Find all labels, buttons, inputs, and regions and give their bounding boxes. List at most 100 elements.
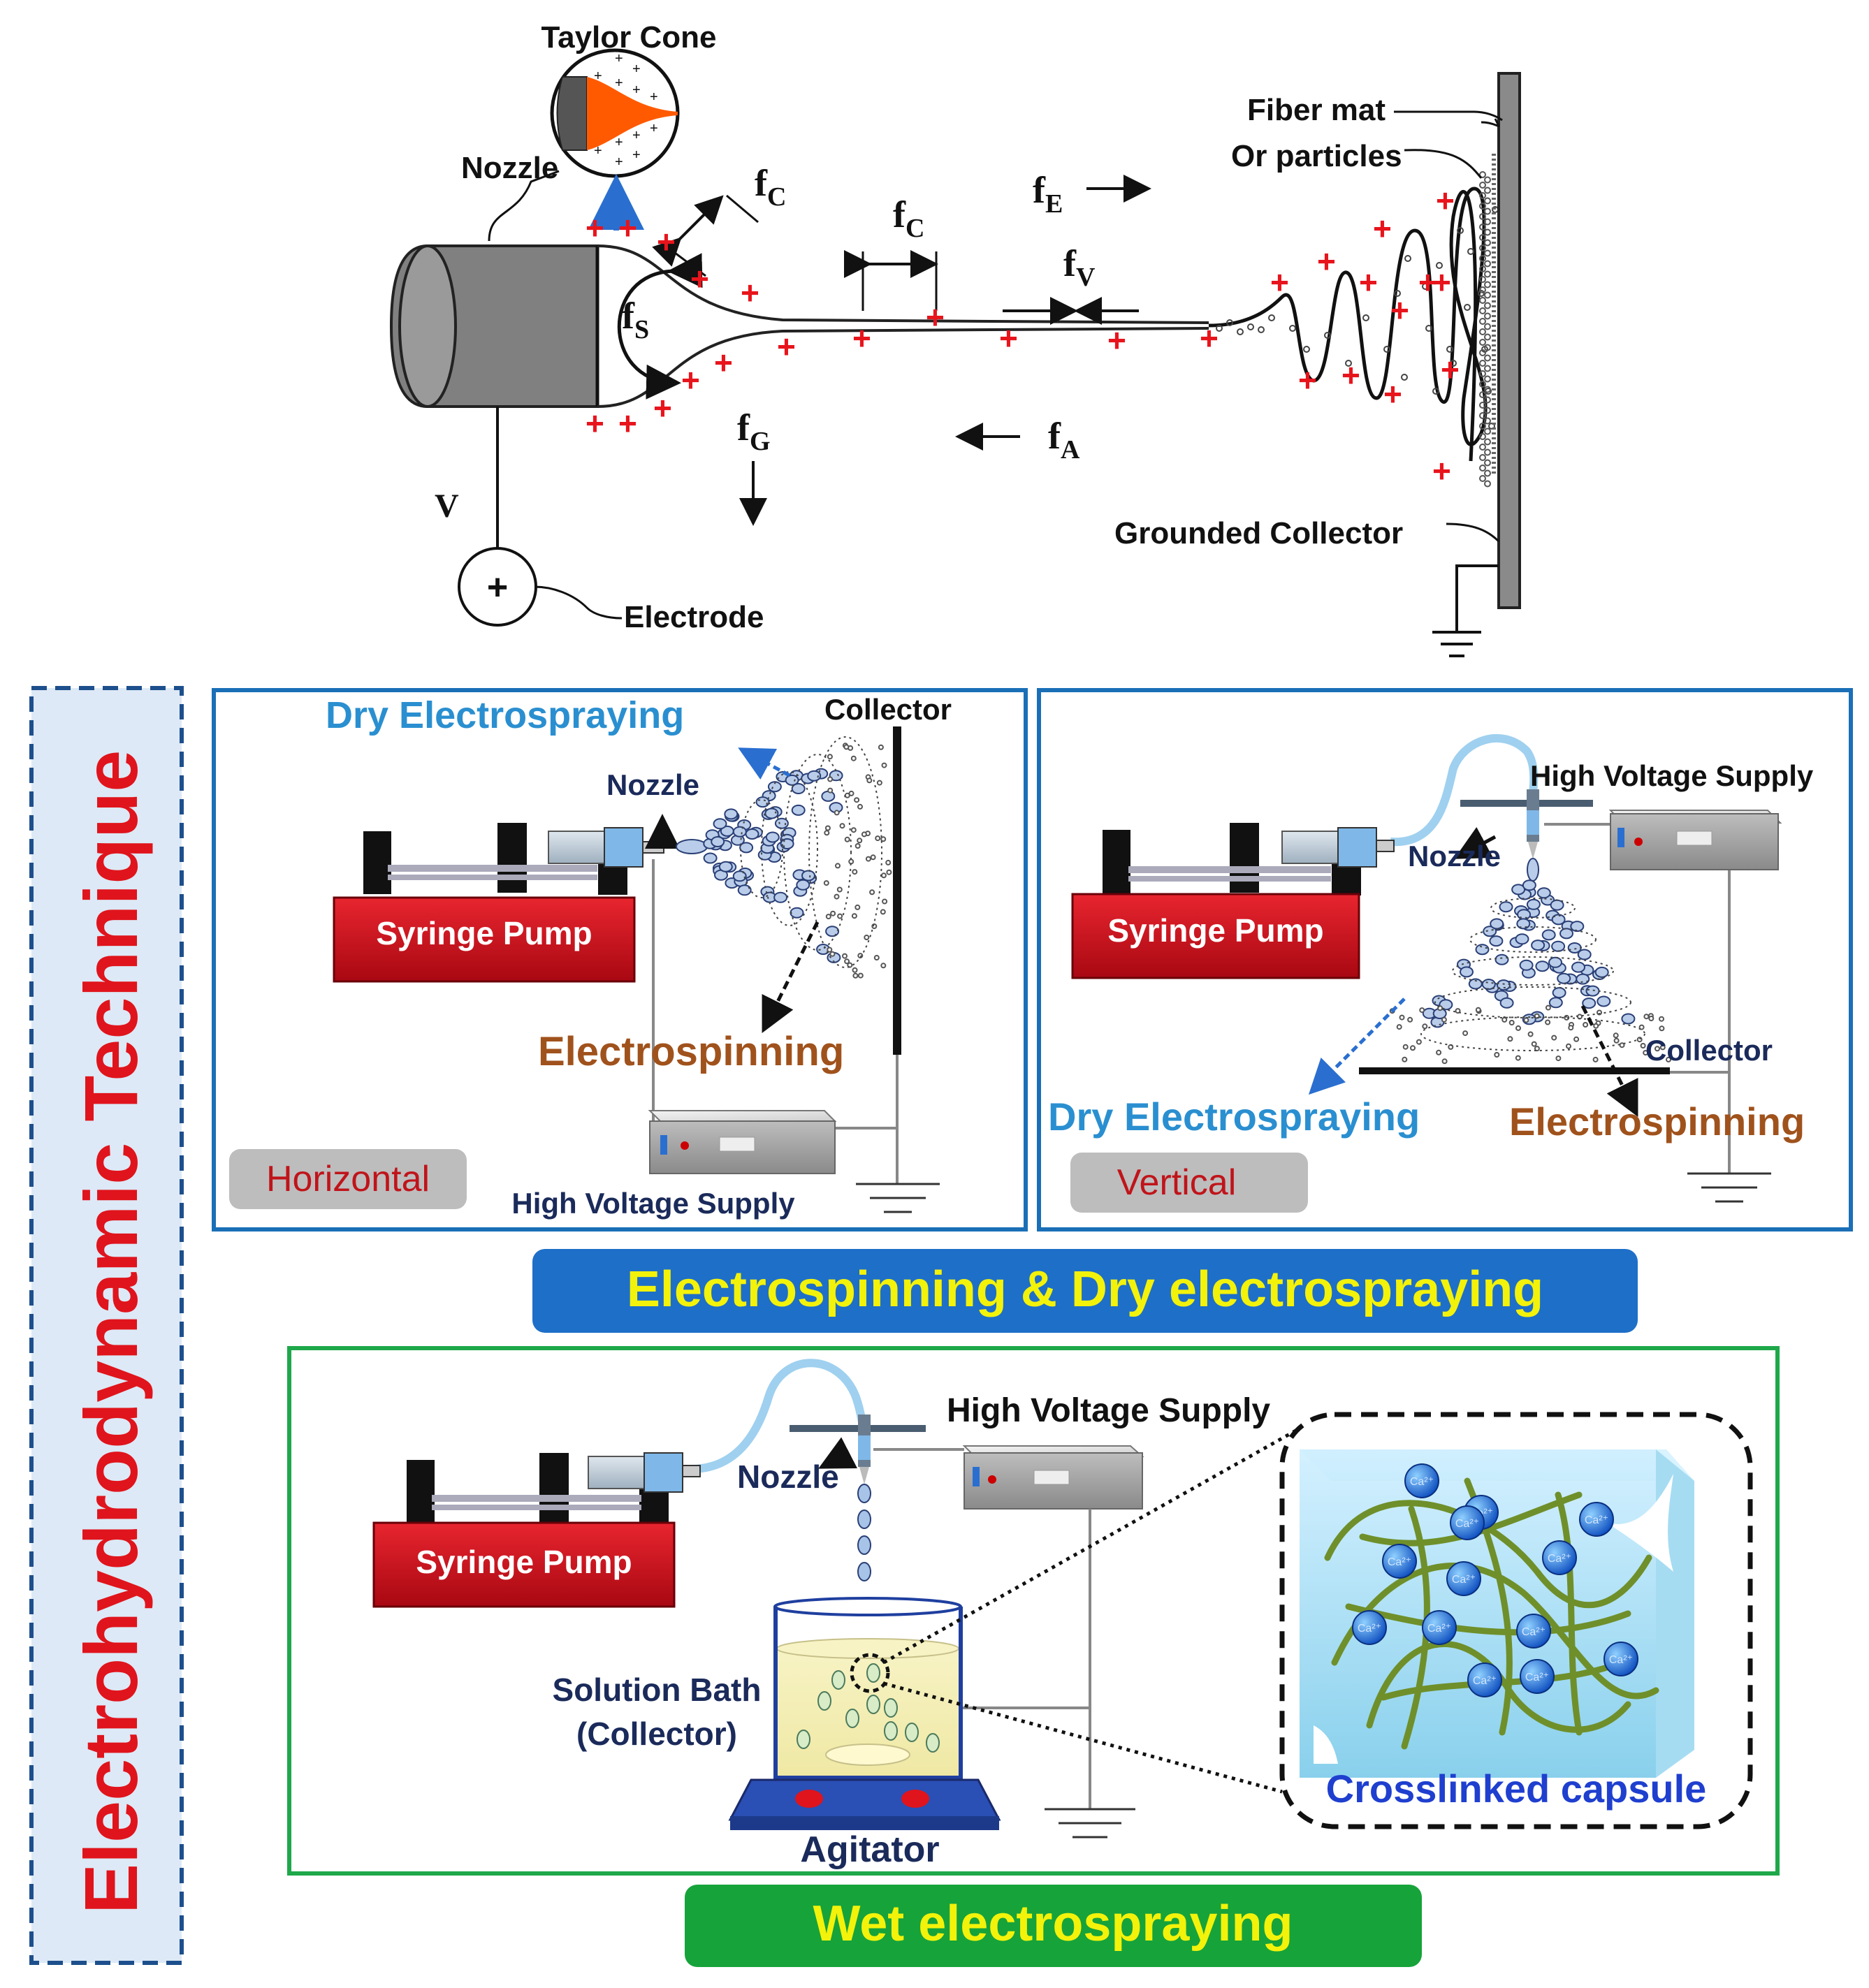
spray-droplet (724, 808, 739, 820)
fiber-deposit (1484, 187, 1491, 194)
spray-dot (857, 838, 863, 844)
fiber-deposit (1484, 459, 1491, 467)
spray-droplet (745, 828, 759, 840)
spray-droplet (703, 852, 718, 864)
charge: + (653, 390, 672, 426)
spray-dot (1501, 1016, 1508, 1023)
spray-dot (885, 859, 892, 865)
spray-droplet (1499, 901, 1513, 913)
spray-dot (1655, 1046, 1660, 1052)
spray-dot (1515, 1025, 1521, 1031)
svg-text:+: + (632, 61, 641, 77)
spray-dot (1515, 1055, 1521, 1061)
spray-droplet (791, 804, 806, 816)
force-schematic: ++ ++ ++ ++ ++ ++ + (389, 20, 1521, 657)
fiber-deposit (1484, 249, 1491, 257)
charge: + (777, 328, 796, 365)
charge: + (1270, 264, 1289, 300)
spray-droplet (1559, 928, 1573, 940)
fiber-deposit (1484, 260, 1491, 268)
spray-dot (880, 836, 887, 842)
spray-droplet (732, 826, 747, 838)
dry-electrospraying-label-horizontal: Dry Electrospraying (326, 694, 684, 736)
orientation-tag-horizontal (229, 1149, 467, 1209)
solution-bath-label: Solution Bath (553, 1672, 762, 1708)
fiber-deposit (1479, 234, 1486, 241)
spray-dot (1507, 1036, 1513, 1042)
force-fc-label-2: fC (893, 193, 924, 243)
calcium-ion-label: Ca²⁺ (1585, 1514, 1608, 1526)
spray-dot (870, 854, 876, 861)
svg-text:+: + (632, 82, 641, 98)
spray-dot (1555, 1055, 1562, 1062)
hv-supply-box-vertical (1608, 810, 1782, 870)
svg-text:+: + (650, 121, 658, 136)
spray-droplet (718, 861, 733, 872)
spray-droplet (807, 770, 822, 782)
spray-droplet (1483, 926, 1497, 937)
fiber-deposit (1479, 391, 1486, 398)
fiber-deposit (1484, 176, 1491, 184)
spray-droplet (1515, 933, 1529, 945)
fiber-deposit (1479, 182, 1486, 189)
spray-droplet (821, 790, 836, 802)
syringe-pump-label-wet: Syringe Pump (416, 1544, 632, 1580)
spray-droplet (1495, 953, 1509, 965)
fiber-deposit (1484, 438, 1491, 446)
calcium-ion (1603, 1642, 1638, 1676)
spray-dot (1422, 1023, 1428, 1030)
force-fe-label: fE (1033, 169, 1063, 219)
svg-text:+: + (594, 143, 602, 159)
fiber-deposit (1484, 448, 1491, 456)
spray-dot (1659, 1044, 1666, 1051)
taylor-cone-inset: ++ ++ ++ ++ ++ ++ (550, 48, 680, 178)
spray-dot (861, 831, 867, 838)
fiber-deposit (1484, 386, 1491, 393)
spray-droplet (1548, 956, 1562, 968)
spray-droplet (1570, 921, 1585, 933)
fiber-deposit (1484, 375, 1491, 383)
calcium-ion (1422, 1610, 1457, 1645)
solution-bath-collector-label: (Collector) (576, 1716, 737, 1752)
spray-droplet (785, 774, 799, 786)
fiber-deposit (1479, 402, 1486, 409)
spray-droplet (767, 781, 782, 793)
fiber-deposit (1479, 370, 1486, 377)
spray-dot (850, 755, 857, 761)
spray-dot (834, 810, 840, 816)
spray-droplet (1571, 961, 1585, 973)
spray-dot (852, 967, 858, 973)
spray-droplet (1597, 995, 1611, 1007)
spray-dot (827, 787, 834, 794)
spray-dot (848, 858, 854, 865)
spray-dot (844, 958, 850, 965)
spray-dot (839, 823, 845, 829)
spray-dot (865, 856, 871, 862)
spray-dot (1666, 1056, 1671, 1062)
charge: + (681, 362, 700, 398)
fiber-deposit (1484, 197, 1491, 205)
sidebar: Electrohydrodynamic Technique (29, 686, 184, 1965)
spray-dot (869, 889, 875, 896)
falling-droplets (857, 1484, 871, 1581)
spray-dot (1436, 1049, 1442, 1055)
spray-dot (836, 886, 843, 893)
calcium-ion (1520, 1659, 1555, 1694)
svg-text:+: + (615, 75, 623, 91)
spray-droplet (1536, 887, 1551, 899)
positive-charges: + + + + + + + + + + + + + + + + + + + + … (586, 182, 1460, 489)
spray-dot (1475, 1007, 1481, 1013)
fiber-deposit (1479, 255, 1486, 262)
grounded-collector-label: Grounded Collector (1114, 516, 1403, 550)
spray-dot (882, 898, 888, 905)
fiber-deposit (1484, 207, 1491, 215)
spray-droplet (1535, 960, 1550, 972)
spray-dot (1523, 1017, 1529, 1023)
calcium-ion (1382, 1544, 1417, 1579)
fiber-deposit (1484, 270, 1491, 278)
calcium-ion-label: Ca²⁺ (1427, 1623, 1451, 1635)
spray-dot (1573, 1036, 1580, 1042)
spray-dot (1416, 1039, 1422, 1045)
svg-text:+: + (632, 147, 641, 163)
electrospinning-label-horizontal: Electrospinning (538, 1029, 844, 1074)
